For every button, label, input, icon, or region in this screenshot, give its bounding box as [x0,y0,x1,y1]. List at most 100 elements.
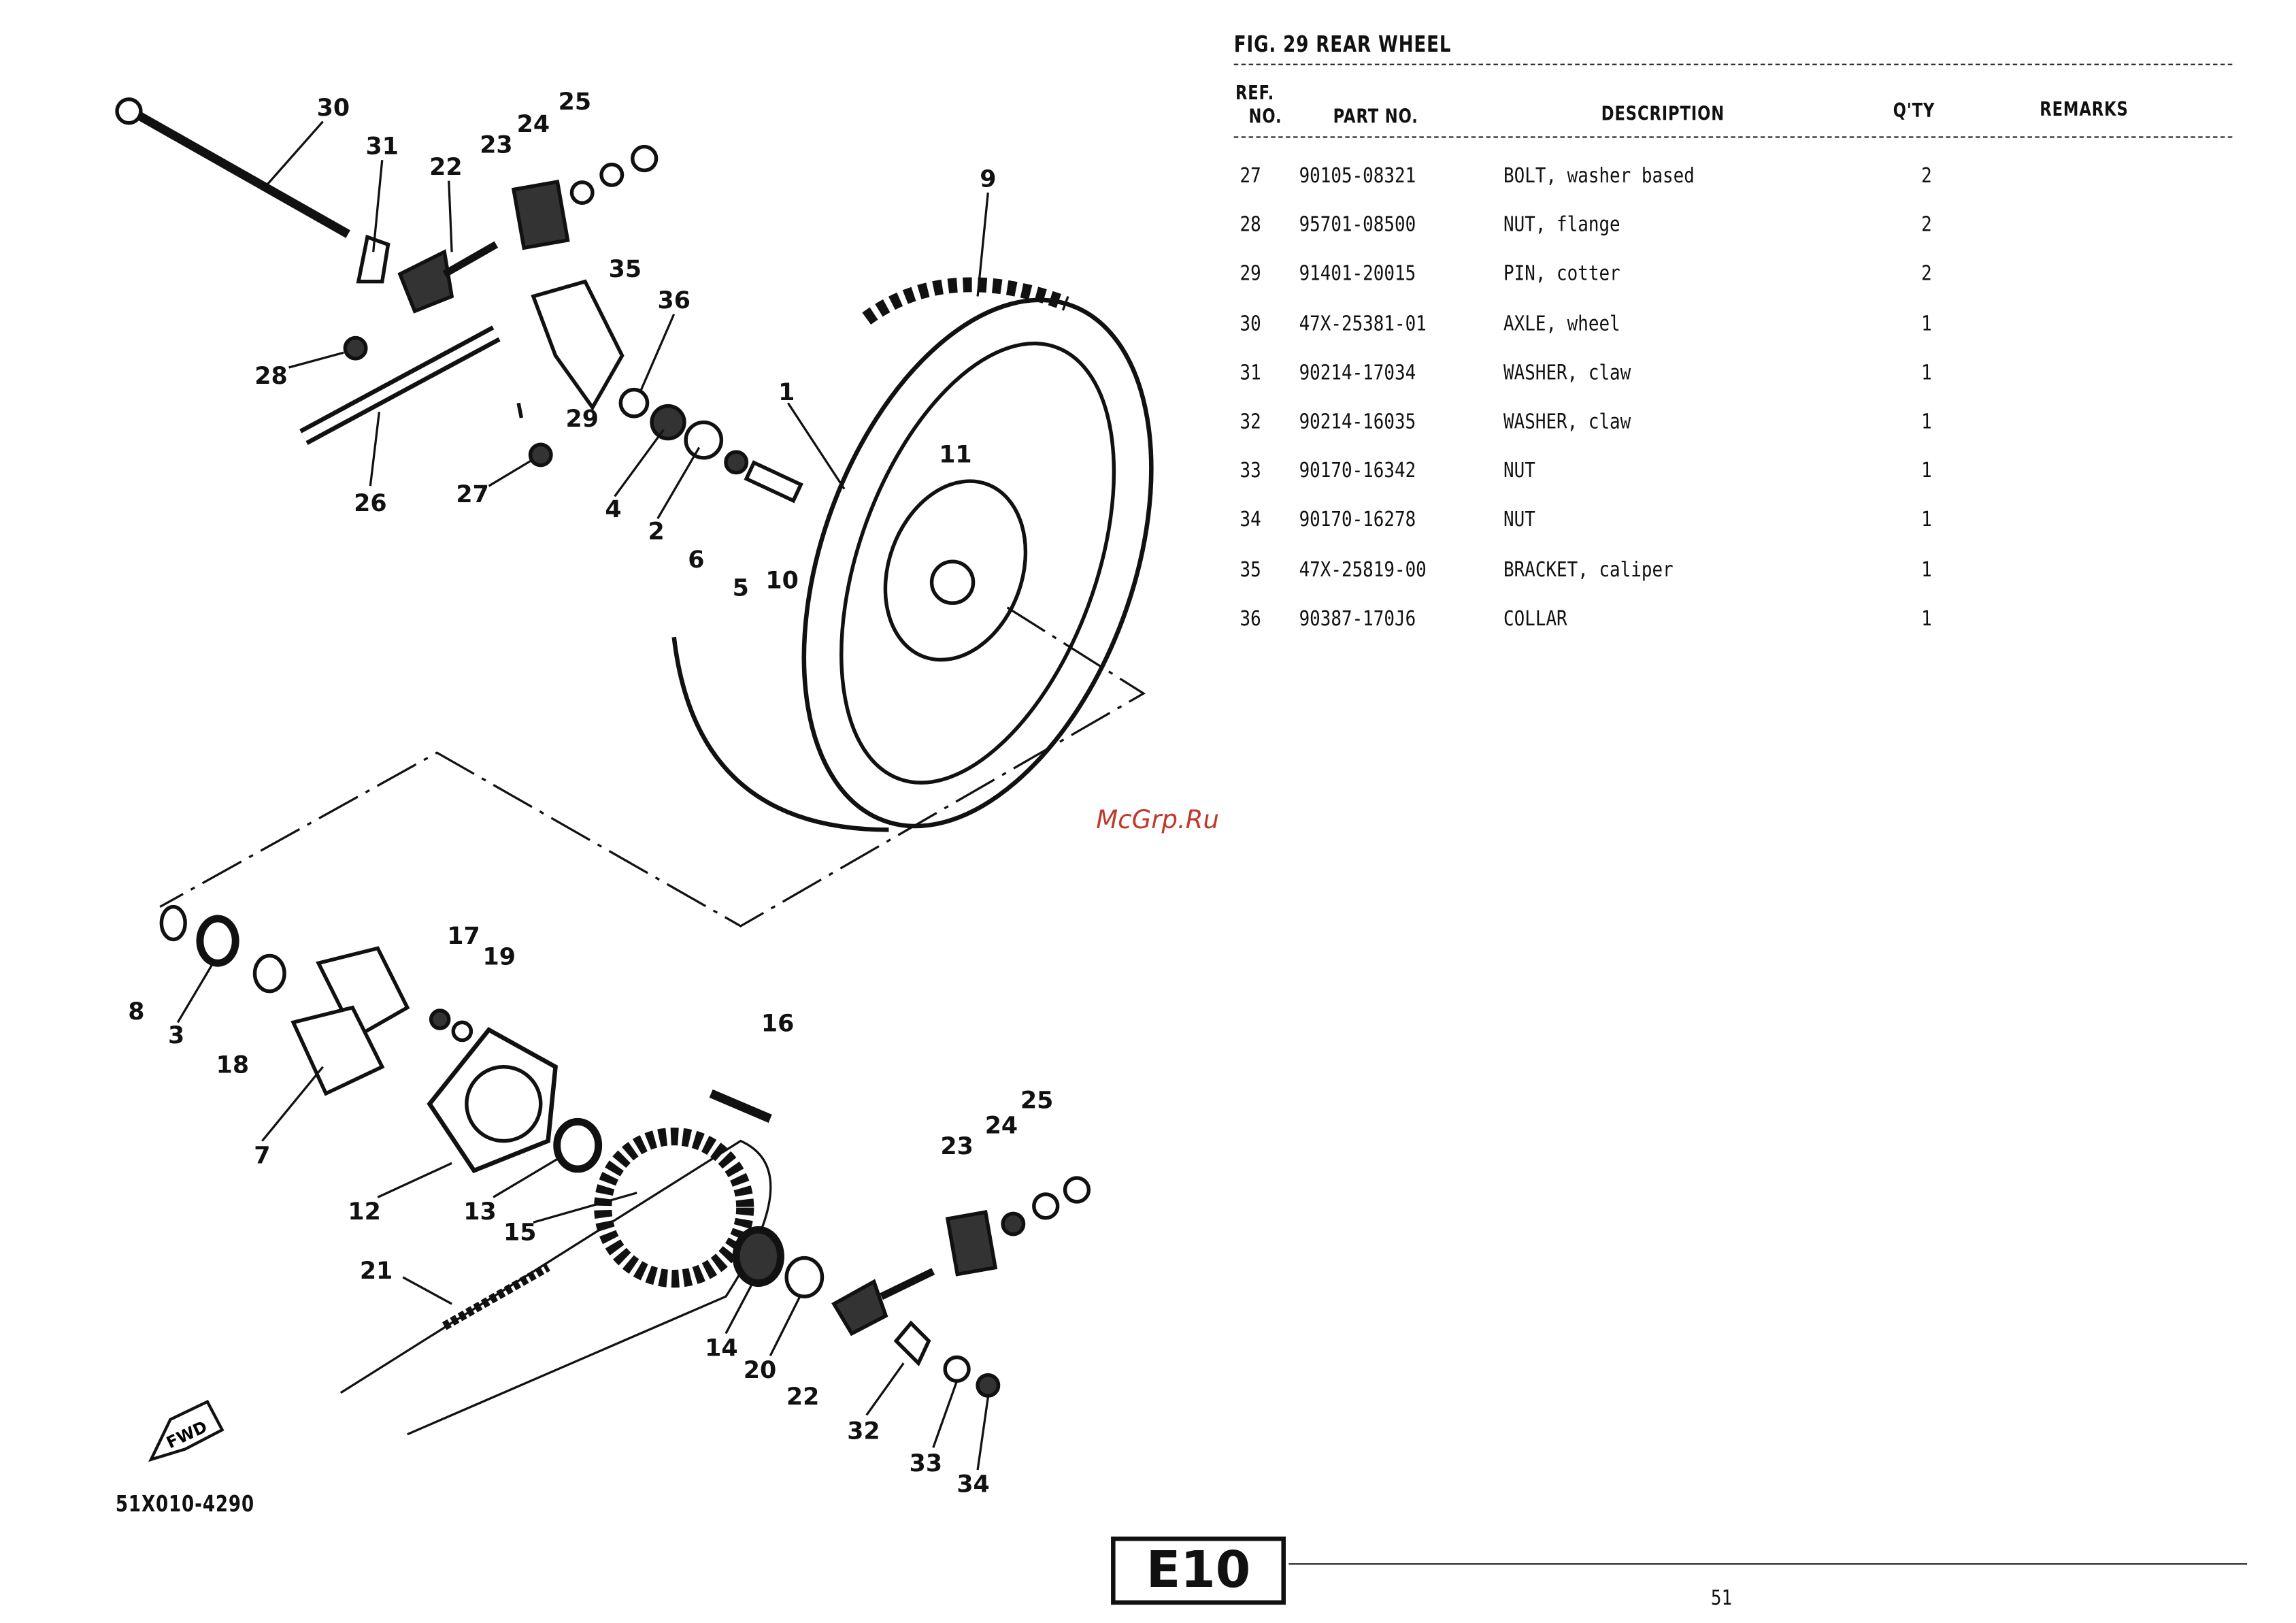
row-ref: 27 [1239,164,1261,188]
callout-number: 9 [980,165,996,193]
footer-rule [1288,1563,2248,1565]
row-part-no: 90387-170J6 [1299,607,1416,632]
row-ref: 34 [1239,508,1261,533]
row-qty: 1 [1921,557,1932,582]
row-description: NUT [1503,508,1535,533]
callout-number: 27 [456,481,488,508]
diagram-parts [115,97,1154,1471]
row-qty: 1 [1921,508,1932,533]
row-description: AXLE, wheel [1503,312,1620,336]
row-part-no: 90105-08321 [1299,164,1416,188]
row-ref: 33 [1239,459,1261,484]
row-description: BOLT, washer based [1503,164,1695,188]
row-ref: 28 [1239,213,1261,237]
row-ref: 36 [1239,607,1261,632]
callout-number: 14 [705,1334,737,1362]
callout-number: 8 [128,998,144,1026]
row-qty: 1 [1921,459,1932,484]
callout-number: 30 [317,95,350,122]
row-ref: 35 [1239,557,1261,582]
row-description: NUT, flange [1503,213,1620,237]
callout-number: 6 [688,546,704,574]
header-description: DESCRIPTION [1601,103,1725,127]
row-part-no: 47X-25819-00 [1299,557,1427,582]
callout-number: 1 [778,379,795,406]
callout-number: 4 [605,496,621,523]
callout-number: 29 [565,406,598,433]
row-part-no: 90214-17034 [1299,361,1416,385]
row-part-no: 90170-16278 [1299,508,1416,533]
callout-number: 23 [940,1133,973,1160]
callout-number: 28 [254,363,287,390]
callout-number: 19 [483,943,516,970]
callout-number: 18 [216,1051,249,1079]
callout-number: 17 [447,923,480,950]
callout-number: 22 [429,154,462,181]
callout-number: 15 [503,1219,536,1246]
row-ref: 30 [1239,312,1261,336]
row-qty: 1 [1921,312,1932,336]
figure-title: FIG. 29 REAR WHEEL [1233,31,1452,58]
callout-number: 12 [348,1198,380,1226]
row-qty: 2 [1921,213,1932,237]
callout-number: 22 [786,1383,819,1411]
callout-number: 2 [648,519,664,546]
row-qty: 2 [1921,164,1932,188]
row-qty: 2 [1921,263,1932,287]
row-description: WASHER, claw [1503,410,1631,434]
row-ref: 29 [1239,263,1261,287]
callout-number: 5 [733,574,749,602]
callout-number: 26 [354,490,386,517]
row-part-no: 90214-16035 [1299,410,1416,434]
row-qty: 1 [1921,607,1932,632]
callout-number: 7 [254,1142,270,1169]
callout-number: 24 [985,1113,1018,1140]
row-qty: 1 [1921,410,1932,434]
header-ref-bottom: NO. [1248,106,1282,129]
callout-number: 16 [761,1010,794,1037]
callout-number: 33 [910,1450,942,1477]
callout-number: 11 [939,441,971,468]
section-tab: E10 [1111,1536,1286,1605]
row-part-no: 90170-16342 [1299,459,1416,484]
callout-number: 32 [847,1417,880,1445]
row-part-no: 95701-08500 [1299,213,1416,237]
callout-number: 3 [168,1022,184,1049]
callout-number: 36 [657,287,690,314]
row-description: PIN, cotter [1503,263,1620,287]
callout-number: 31 [366,133,399,160]
row-description: WASHER, claw [1503,361,1631,385]
tire-shape [801,297,1154,829]
callout-number: 21 [360,1258,393,1285]
divider [1233,63,2233,65]
row-qty: 1 [1921,361,1932,385]
callout-number: 35 [609,256,642,283]
row-ref: 32 [1239,410,1261,434]
callout-number: 24 [517,111,550,138]
callout-number: 10 [765,567,798,594]
row-part-no: 91401-20015 [1299,263,1416,287]
callout-number: 13 [463,1198,496,1226]
fwd-arrow-shape [148,1399,224,1462]
watermark: McGrp.Ru [1096,806,1219,836]
callout-number: 34 [956,1471,989,1498]
row-ref: 31 [1239,361,1261,385]
axle-shape [123,104,350,238]
callout-number: 25 [559,88,591,116]
header-qty: Q'TY [1893,101,1935,123]
page-number: 51 [1710,1586,1733,1611]
callout-number: 20 [744,1357,776,1384]
header-part-no: PART NO. [1333,106,1418,129]
callout-number: 23 [480,131,512,159]
row-part-no: 47X-25381-01 [1299,312,1427,336]
figure-code: 51X010-4290 [115,1490,255,1518]
divider [1233,136,2233,138]
callout-number: 25 [1020,1087,1053,1115]
header-remarks: REMARKS [2040,99,2129,122]
header-ref-top: REF. [1235,82,1275,105]
row-description: NUT [1503,459,1535,484]
row-description: COLLAR [1503,607,1567,632]
